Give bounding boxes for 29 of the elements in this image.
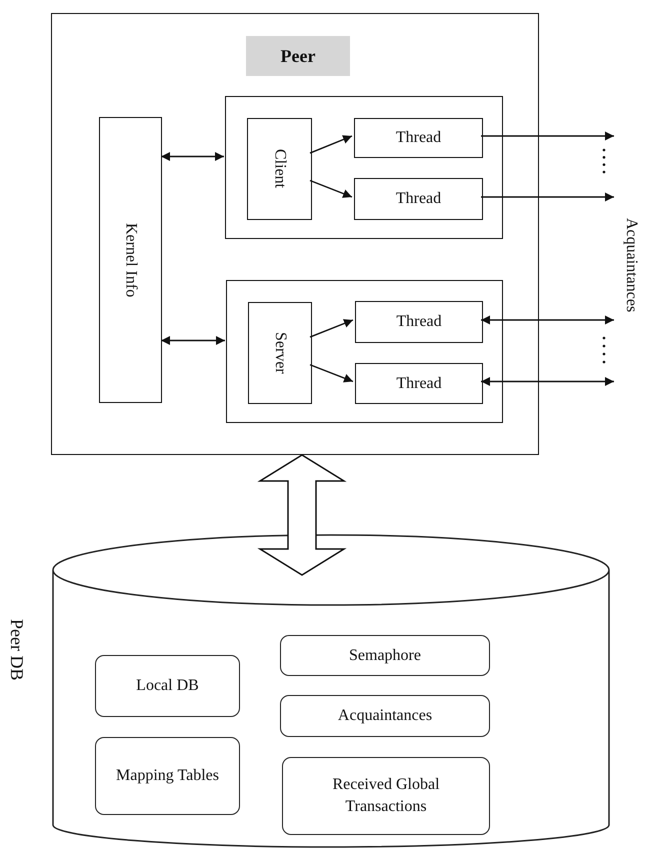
thread-box: Thread bbox=[355, 363, 483, 404]
arrow bbox=[310, 180, 352, 198]
storage-box: Semaphore bbox=[280, 635, 490, 676]
arrow bbox=[481, 377, 614, 386]
storage-box: Acquaintances bbox=[280, 695, 490, 737]
arrow bbox=[161, 336, 225, 345]
database-title: Peer DB bbox=[6, 619, 27, 680]
peer-title: Peer bbox=[246, 36, 350, 76]
arrow bbox=[310, 364, 354, 382]
peer-container bbox=[51, 13, 539, 455]
storage-box: Mapping Tables bbox=[95, 737, 240, 815]
process-box: Kernel Info bbox=[99, 117, 162, 403]
side-label: Acquaintances bbox=[614, 170, 648, 360]
storage-box: Received Global Transactions bbox=[282, 757, 490, 835]
process-box: Client bbox=[247, 118, 312, 220]
group-box bbox=[225, 96, 503, 239]
double-block-arrow bbox=[257, 454, 347, 576]
thread-box: Thread bbox=[354, 118, 483, 158]
arrow bbox=[161, 152, 224, 161]
process-box: Server bbox=[248, 302, 312, 404]
group-box bbox=[226, 280, 503, 423]
arrow bbox=[481, 192, 614, 202]
arrow bbox=[310, 319, 354, 338]
thread-box: Thread bbox=[355, 301, 483, 343]
storage-box: Local DB bbox=[95, 655, 240, 717]
arrow bbox=[481, 316, 614, 324]
arrow bbox=[481, 132, 614, 140]
arrow bbox=[310, 135, 352, 154]
thread-box: Thread bbox=[354, 178, 483, 220]
